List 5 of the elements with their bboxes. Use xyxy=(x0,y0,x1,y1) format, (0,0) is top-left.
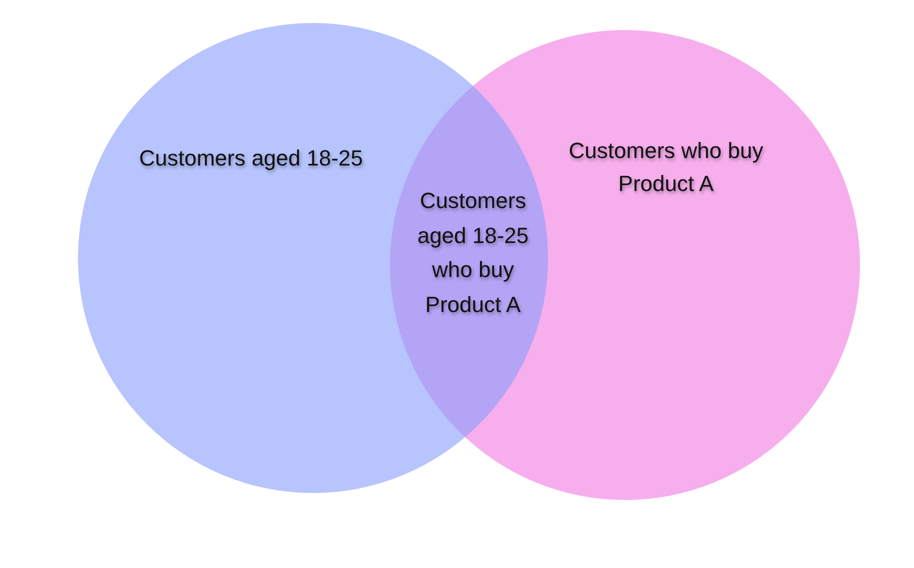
set-label: Customers who buy Product A xyxy=(568,137,764,198)
venn-circle xyxy=(390,30,860,500)
set-label: Customers aged 18-25 xyxy=(138,144,364,172)
venn-circle xyxy=(78,23,548,493)
overlap-label: Customers aged 18-25 who buy Product A xyxy=(416,187,530,318)
